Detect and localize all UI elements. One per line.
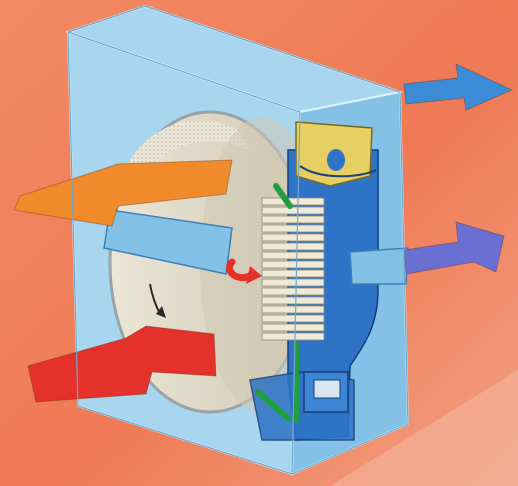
cassette-plate [262, 279, 324, 286]
motor-pulley [327, 149, 345, 171]
cassette-plate [262, 297, 324, 304]
cassette-plate [262, 225, 324, 232]
cassette-plate [262, 216, 324, 223]
cassette-plate [262, 324, 324, 331]
cassette-plate [262, 306, 324, 313]
cassette-plate [262, 333, 324, 340]
cassette-plate [262, 234, 324, 241]
cassette-plate [262, 261, 324, 268]
cassette-plate [262, 288, 324, 295]
cassette-plate [262, 315, 324, 322]
cassette-plate [262, 198, 324, 205]
motor-terminal [314, 380, 340, 398]
cassette-plate [262, 270, 324, 277]
cassette-plate [262, 252, 324, 259]
cassette-plate [262, 243, 324, 250]
duct-partition-right [350, 248, 408, 284]
cassette-plate [262, 207, 324, 214]
